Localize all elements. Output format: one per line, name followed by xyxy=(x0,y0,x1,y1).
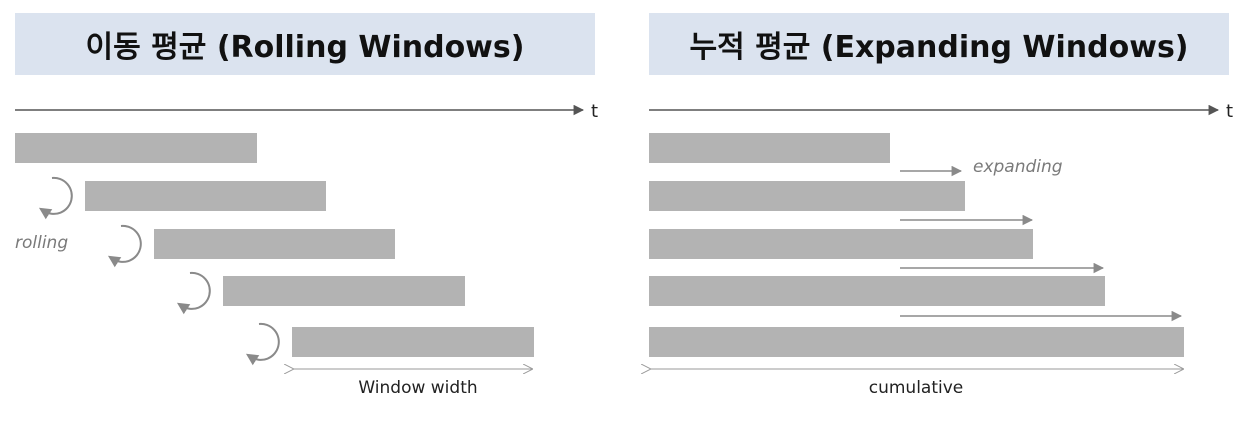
rolling-cycle-icon-2 xyxy=(107,224,142,268)
expanding-title-box: 누적 평균 (Expanding Windows) xyxy=(649,13,1229,75)
rolling-axis-t-label: t xyxy=(591,101,598,122)
rolling-cycle-icon-1 xyxy=(38,176,73,220)
cumulative-label: cumulative xyxy=(869,378,964,398)
rolling-window-bar-1 xyxy=(15,133,257,163)
expanding-window-bar-1 xyxy=(649,133,890,163)
expanding-label: expanding xyxy=(973,157,1063,177)
expanding-window-bar-4 xyxy=(649,276,1105,306)
rolling-cycle-icon-3 xyxy=(176,271,211,315)
expanding-window-bar-5 xyxy=(649,327,1184,357)
expanding-axis-t-label: t xyxy=(1226,101,1233,122)
expanding-window-bar-2 xyxy=(649,181,965,211)
rolling-window-bar-5 xyxy=(292,327,534,357)
window-width-label: Window width xyxy=(358,378,477,398)
rolling-cycle-icon-4 xyxy=(245,322,280,366)
rolling-title: 이동 평균 (Rolling Windows) xyxy=(85,30,525,65)
rolling-window-bar-4 xyxy=(223,276,465,306)
rolling-window-bar-2 xyxy=(85,181,326,211)
expanding-title: 누적 평균 (Expanding Windows) xyxy=(689,30,1189,65)
expanding-window-bar-3 xyxy=(649,229,1033,259)
rolling-label: rolling xyxy=(15,233,68,253)
rolling-window-bar-3 xyxy=(154,229,395,259)
rolling-title-box: 이동 평균 (Rolling Windows) xyxy=(15,13,595,75)
